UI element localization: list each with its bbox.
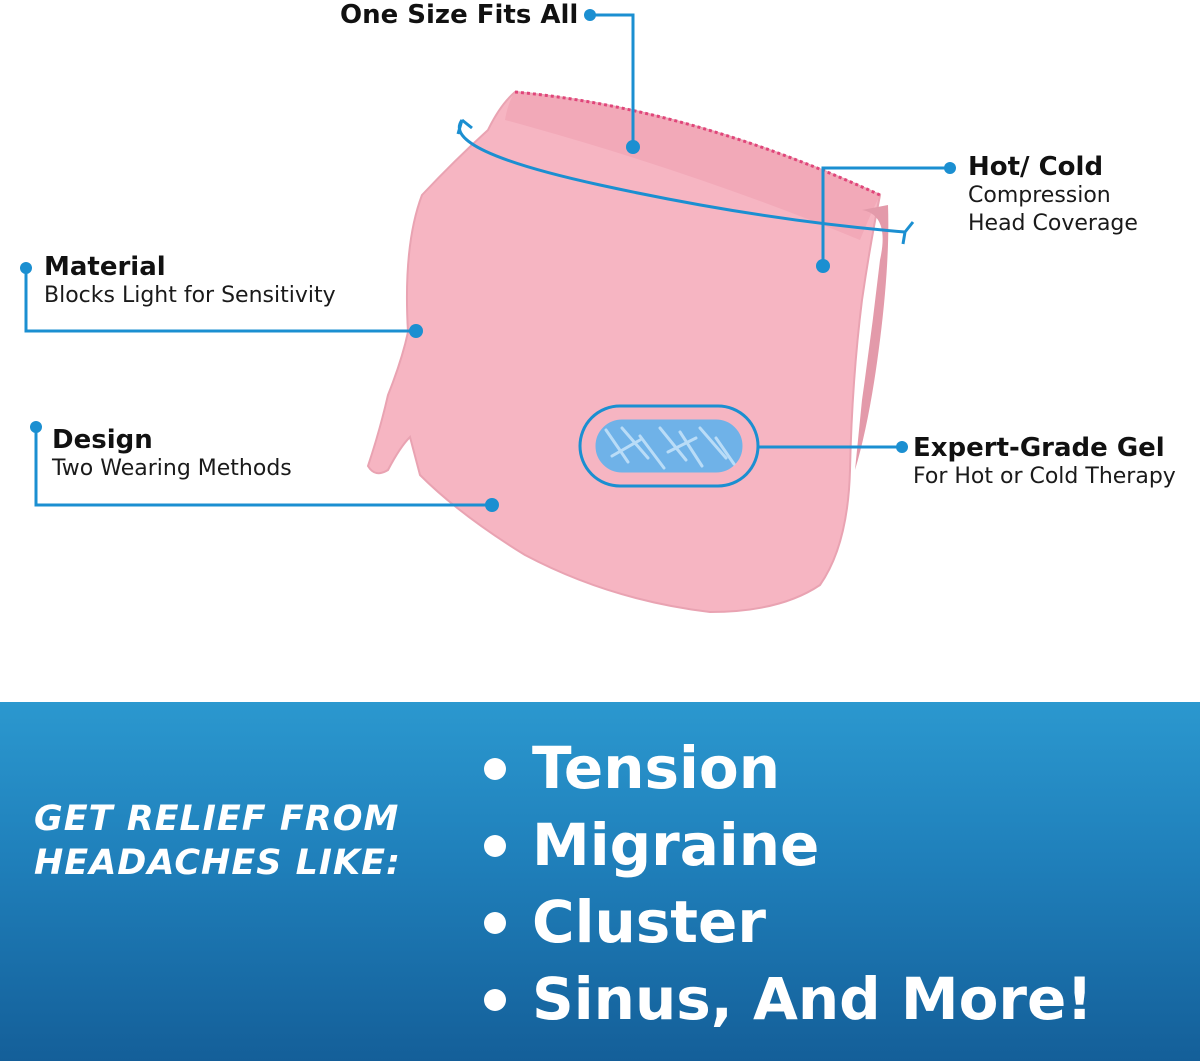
callout-gel-title: Expert-Grade Gel [913,433,1165,463]
dot-size-start [584,9,596,21]
callout-design-subtitle: Two Wearing Methods [52,456,292,481]
stitch-seam [514,90,881,197]
callout-size-title: One Size Fits All [340,0,579,30]
dot-hot-cold-end [816,259,830,273]
callout-design: Design Two Wearing Methods [52,425,292,483]
relief-heading: GET RELIEF FROM HEADACHES LIKE: [34,797,401,885]
callout-material-subtitle: Blocks Light for Sensitivity [44,283,336,308]
list-item: Sinus, And More! [482,961,1093,1038]
dot-design-start [30,421,42,433]
headache-type-list: Tension Migraine Cluster Sinus, And More… [482,730,1093,1038]
callout-hot-cold-line2: Head Coverage [968,211,1138,236]
dot-hot-cold-start [944,162,956,174]
gel-window [592,416,746,476]
callout-material-title: Material [44,252,166,282]
dot-gel-start [896,441,908,453]
callout-gel-subtitle: For Hot or Cold Therapy [913,464,1176,489]
gel-crystals [604,426,736,470]
dot-size-end [626,140,640,154]
list-item: Cluster [482,884,1093,961]
callout-material: Material Blocks Light for Sensitivity [44,252,336,310]
callout-hot-cold: Hot/ Cold Compression Head Coverage [968,152,1138,238]
list-item: Migraine [482,807,1093,884]
callout-gel: Expert-Grade Gel For Hot or Cold Therapy [913,433,1176,491]
mask-top-rim [505,92,880,240]
product-area: One Size Fits All Hot/ Cold Compression … [20,0,1176,614]
callout-hot-cold-title: Hot/ Cold [968,152,1104,182]
callout-design-title: Design [52,425,153,455]
dot-material-end [409,324,423,338]
leader-design [34,427,492,507]
dot-design-end [485,498,499,512]
leader-material [24,268,416,333]
leader-size [590,13,635,147]
head-wrap-mask [366,90,882,614]
product-illustration [20,9,956,614]
relief-heading-line2: HEADACHES LIKE: [34,843,401,883]
callout-hot-cold-line1: Compression [968,183,1111,208]
callout-size: One Size Fits All [340,0,578,30]
relief-heading-line1: GET RELIEF FROM [34,799,400,839]
list-item: Tension [482,730,1093,807]
relief-banner [0,702,1200,1061]
dot-material-start [20,262,32,274]
leader-hot-cold [821,166,950,266]
side-strap [855,205,889,470]
